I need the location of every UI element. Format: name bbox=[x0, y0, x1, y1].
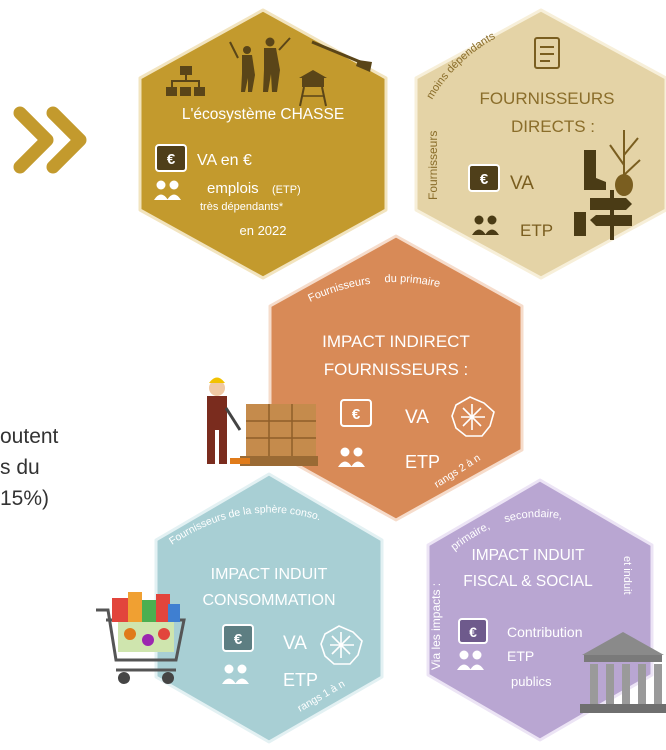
conso-title-1: IMPACT INDUIT bbox=[211, 566, 328, 583]
indirect-title-1: IMPACT INDIRECT bbox=[322, 332, 470, 351]
directs-side-label: Fournisseurs bbox=[426, 131, 440, 200]
indirect-euro-symbol: € bbox=[352, 406, 361, 423]
people-icon bbox=[338, 447, 365, 467]
fiscal-side-label: Via les impacts : bbox=[429, 583, 443, 670]
fiscal-contribution: Contribution bbox=[507, 624, 583, 640]
hunters-icon bbox=[229, 37, 291, 92]
fiscal-euro-symbol: € bbox=[469, 624, 477, 640]
worker-pallet-icon bbox=[207, 377, 318, 466]
indirect-title-2: FOURNISSEURS : bbox=[324, 360, 469, 379]
watchtower-icon bbox=[299, 70, 327, 107]
euro-icon: € bbox=[468, 164, 500, 192]
indirect-etp: ETP bbox=[405, 452, 440, 472]
fiscal-title-1: IMPACT INDUIT bbox=[471, 547, 585, 564]
fiscal-right-label: et induit bbox=[621, 556, 633, 595]
chasse-title: L'écosystème CHASSE bbox=[182, 106, 344, 123]
fiscal-etp: ETP bbox=[507, 648, 534, 664]
directs-va: VA bbox=[510, 173, 534, 194]
directs-euro-symbol: € bbox=[480, 171, 489, 188]
fiscal-title-2: FISCAL & SOCIAL bbox=[463, 573, 593, 590]
conso-etp: ETP bbox=[283, 670, 318, 690]
hex-induit-fiscal-social: Via les impacts : primaire,secondaire, e… bbox=[426, 478, 654, 742]
hex-chasse: L'écosystème CHASSE € VA en € emplois (E… bbox=[138, 8, 388, 280]
euro-icon: € bbox=[222, 624, 254, 652]
indirect-va: VA bbox=[405, 407, 429, 428]
chasse-euro-symbol: € bbox=[167, 151, 176, 168]
conso-va: VA bbox=[283, 633, 307, 654]
left-text-line-2: s du bbox=[0, 456, 40, 479]
sapling-icon bbox=[609, 130, 641, 196]
directs-etp: ETP bbox=[520, 221, 553, 240]
hex-induit-consommation: Fournisseurs de la sphère conso. IMPACT … bbox=[154, 472, 384, 744]
people-icon bbox=[222, 664, 249, 684]
government-building-icon bbox=[580, 632, 666, 713]
directs-title-2: DIRECTS : bbox=[511, 117, 595, 136]
france-map-icon bbox=[451, 396, 495, 437]
boot-icon bbox=[584, 150, 606, 190]
signpost-icon bbox=[574, 190, 632, 240]
directs-title-1: FOURNISSEURS bbox=[479, 89, 614, 108]
hex-fournisseurs-directs: moins dépendants Fournisseurs FOURNISSEU… bbox=[414, 8, 666, 280]
left-text-line-3: 15%) bbox=[0, 487, 50, 510]
chasse-va: VA en € bbox=[197, 152, 252, 169]
chasse-year: en 2022 bbox=[240, 223, 287, 238]
chasse-dependants: très dépendants* bbox=[200, 201, 284, 213]
people-icon bbox=[154, 180, 181, 200]
rifle-icon bbox=[311, 40, 372, 72]
euro-icon: € bbox=[458, 618, 488, 644]
people-icon bbox=[472, 215, 499, 235]
france-map-icon bbox=[320, 625, 363, 665]
chasse-emplois: emplois bbox=[207, 180, 259, 197]
double-chevron-icon bbox=[13, 106, 87, 174]
document-icon bbox=[534, 37, 560, 69]
shopping-cart-icon bbox=[96, 592, 186, 684]
fiscal-publics: publics bbox=[511, 674, 552, 689]
euro-icon: € bbox=[155, 144, 187, 172]
euro-icon: € bbox=[340, 399, 372, 427]
org-chart-icon bbox=[166, 66, 205, 96]
left-text-line-1: outent bbox=[0, 425, 59, 448]
conso-title-2: CONSOMMATION bbox=[202, 592, 335, 609]
chasse-etp: (ETP) bbox=[272, 184, 301, 196]
people-icon bbox=[457, 650, 484, 670]
conso-euro-symbol: € bbox=[234, 631, 243, 648]
